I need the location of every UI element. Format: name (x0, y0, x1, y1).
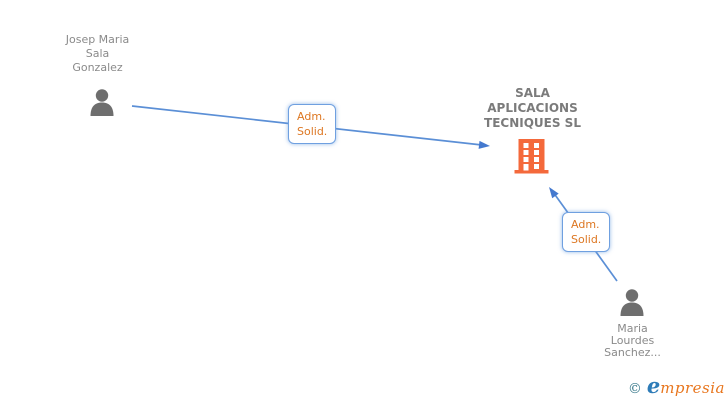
person2-node[interactable] (616, 286, 648, 318)
person1-node[interactable] (86, 86, 118, 118)
empresia-watermark: © e mpresia (628, 373, 725, 398)
person1-name-label[interactable]: Josep Maria Sala Gonzalez (65, 33, 130, 74)
edge2-relation-label[interactable]: Adm. Solid. (562, 212, 611, 252)
empresia-logo-text: mpresia (660, 379, 725, 397)
company-name-label[interactable]: SALA APLICACIONS TECNIQUES SL (484, 86, 581, 130)
empresia-logo-initial: e (646, 373, 661, 398)
edge1-relation-label[interactable]: Adm. Solid. (288, 104, 337, 144)
company-node[interactable] (514, 139, 549, 174)
person2-name-label[interactable]: Maria Lourdes Sanchez... (604, 322, 661, 359)
copyright-icon: © (627, 381, 642, 397)
building-icon (514, 139, 549, 174)
person-icon (90, 89, 114, 116)
person-icon (620, 289, 644, 316)
